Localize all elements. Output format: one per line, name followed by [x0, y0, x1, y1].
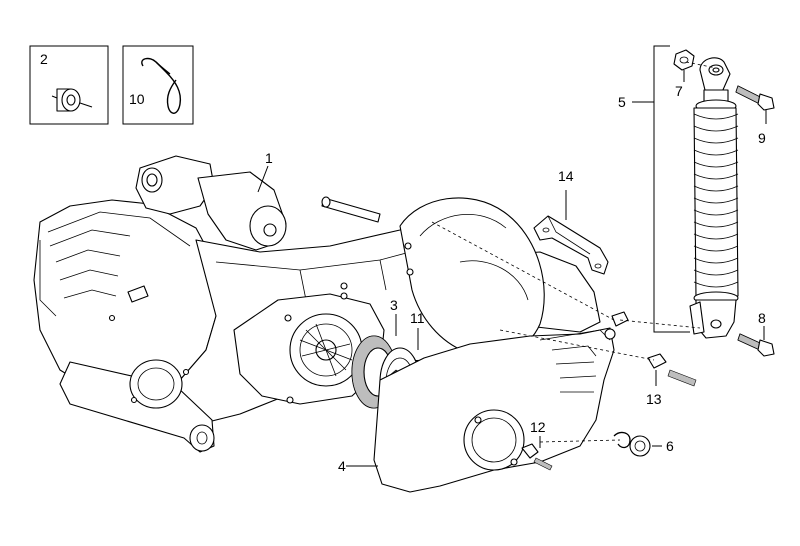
cooling-fan	[289, 313, 363, 387]
inset-part-2: 2	[29, 45, 109, 125]
callout-6: 6	[666, 438, 674, 454]
shock-absorber	[689, 57, 739, 339]
bracket-5: 5	[618, 45, 690, 333]
callout-4: 4	[338, 458, 346, 474]
callout-10: 10	[129, 91, 145, 107]
callout-11: 11	[410, 310, 425, 326]
bracket-14: 14	[533, 168, 609, 275]
callout-12: 12	[530, 419, 546, 435]
bushing-13: 13	[611, 311, 697, 407]
nut-7: 7	[673, 49, 695, 99]
callout-2: 2	[40, 51, 48, 67]
leader-1	[257, 165, 269, 193]
callout-1: 1	[265, 150, 273, 166]
screw-12: 12	[521, 419, 553, 471]
bushing-6: 6	[613, 431, 674, 457]
callout-5: 5	[618, 94, 626, 110]
coil-spring	[693, 113, 739, 288]
wire-clip-icon	[141, 57, 182, 114]
bolt-9: 9	[735, 85, 775, 146]
side-cover-4: 4	[338, 327, 616, 493]
callout-9: 9	[758, 130, 766, 146]
engine-block	[33, 155, 601, 453]
bolt-8: 8	[737, 310, 775, 357]
callout-3: 3	[390, 297, 398, 313]
assembly-axes	[431, 61, 717, 443]
callout-13: 13	[646, 391, 662, 407]
callout-7: 7	[675, 83, 683, 99]
callout-8: 8	[758, 310, 766, 326]
callout-14: 14	[558, 168, 574, 184]
bushing-icon	[51, 88, 93, 112]
inset-part-10: 10	[122, 45, 194, 125]
